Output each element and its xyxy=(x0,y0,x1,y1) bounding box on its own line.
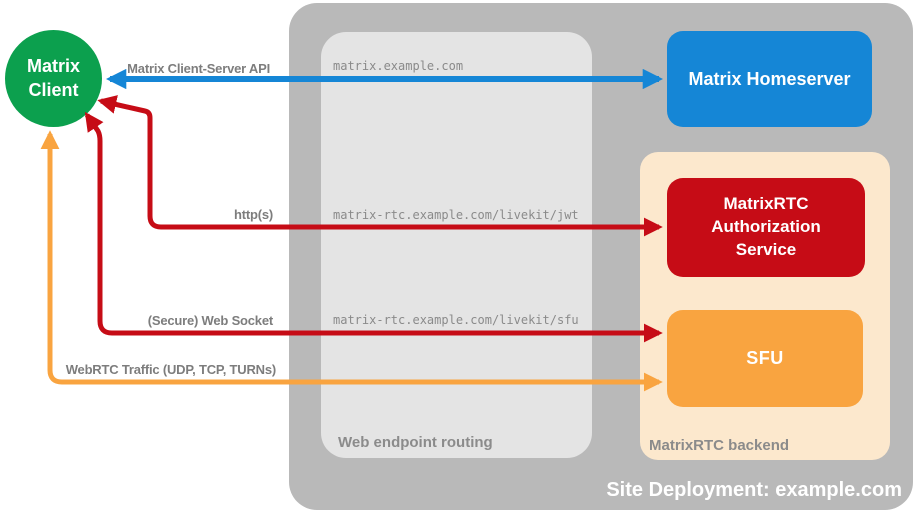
edge-label-webrtc-traffic: WebRTC Traffic (UDP, TCP, TURNs) xyxy=(65,362,276,377)
endpoint-url-livekit-sfu: matrix-rtc.example.com/livekit/sfu xyxy=(333,313,579,327)
endpoint-url-homeserver: matrix.example.com xyxy=(333,59,464,73)
web-endpoint-routing-label: Web endpoint routing xyxy=(338,434,493,451)
edge-label-matrix-client-server-api: Matrix Client-Server API xyxy=(127,61,270,76)
matrix-client-label: Matrix Client xyxy=(26,56,80,100)
node-sfu: SFU xyxy=(667,310,863,407)
node-matrixrtc-authorization-service: MatrixRTC Authorization Service xyxy=(667,178,865,277)
edge-label-https: http(s) xyxy=(233,207,273,222)
matrix-homeserver-label: Matrix Homeserver xyxy=(688,68,851,89)
node-matrix-client: Matrix Client xyxy=(5,30,102,127)
edge-label-secure-web-socket: (Secure) Web Socket xyxy=(147,313,273,328)
auth-service-label: MatrixRTC Authorization Service xyxy=(711,194,821,259)
sfu-label: SFU xyxy=(746,348,784,368)
endpoint-url-livekit-jwt: matrix-rtc.example.com/livekit/jwt xyxy=(333,208,579,222)
site-deployment-label: Site Deployment: example.com xyxy=(606,479,902,501)
web-endpoint-routing-container: Web endpoint routing xyxy=(321,32,592,458)
node-matrix-homeserver: Matrix Homeserver xyxy=(667,31,872,127)
matrixrtc-backend-label: MatrixRTC backend xyxy=(649,437,790,454)
